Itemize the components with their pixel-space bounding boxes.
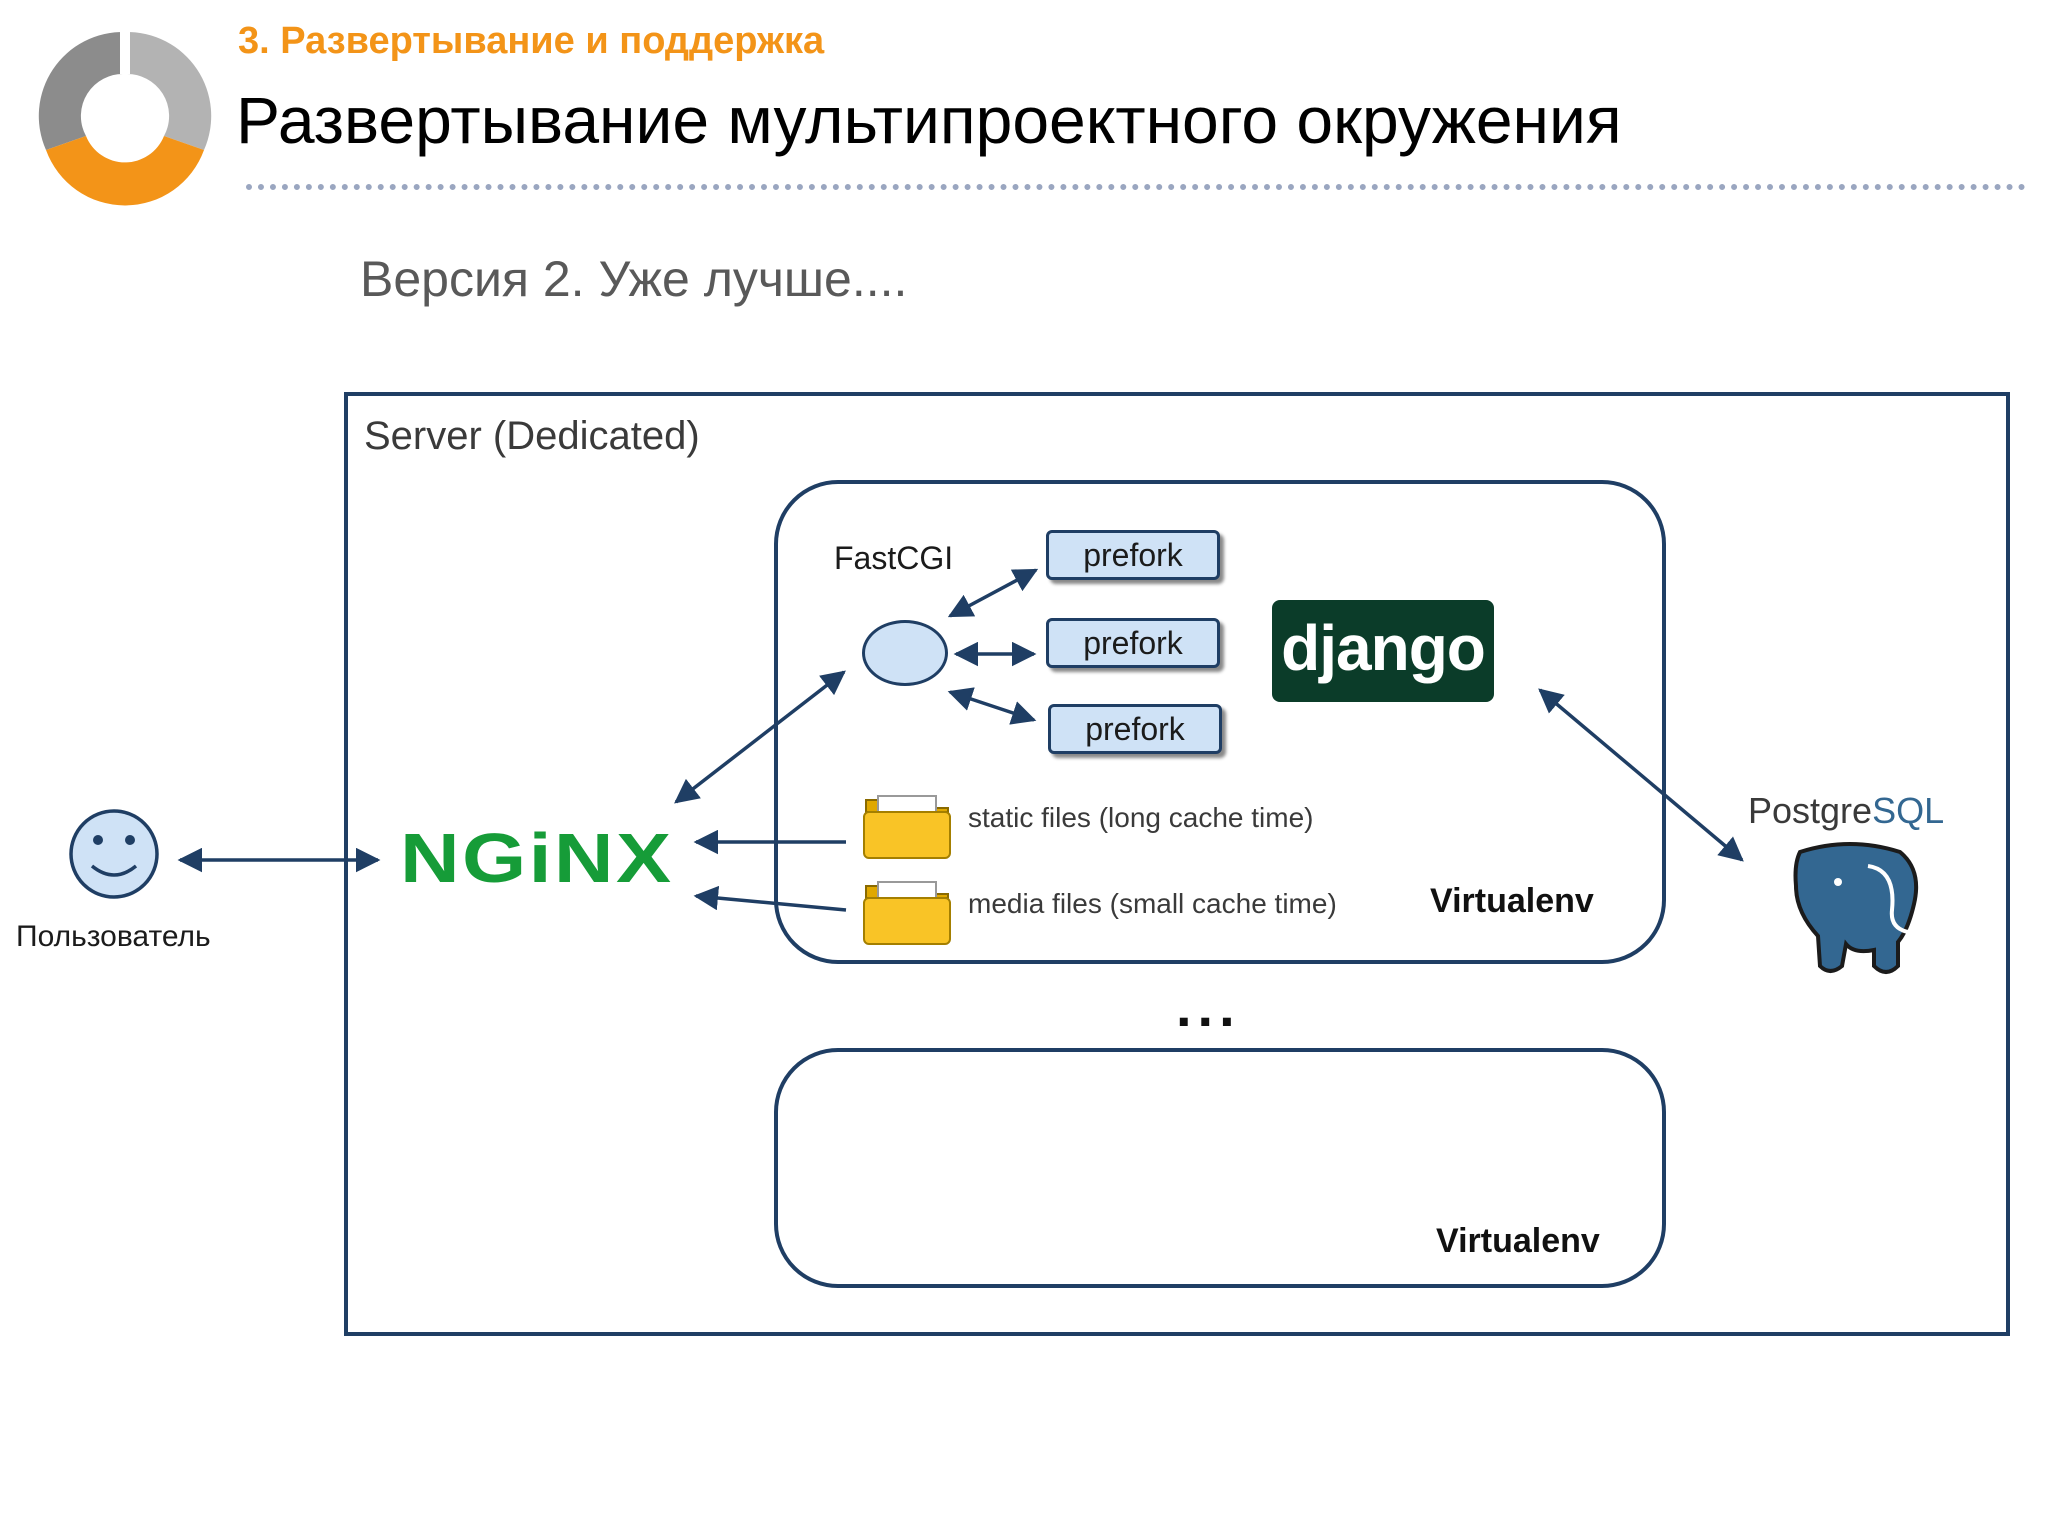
server-box <box>344 392 2010 1336</box>
prefork-box-3: prefork <box>1048 704 1222 754</box>
fastcgi-prefork-1-arrow <box>947 568 1039 618</box>
postgresql-label: PostgreSQL <box>1748 790 1944 832</box>
virtualenv-box-2 <box>774 1048 1666 1288</box>
virtualenv-label-2: Virtualenv <box>1436 1222 1600 1260</box>
fastcgi-node <box>862 620 948 686</box>
virtualenv-label-1: Virtualenv <box>1430 882 1594 920</box>
prefork-box-2: prefork <box>1046 618 1220 668</box>
prefork-box-1: prefork <box>1046 530 1220 580</box>
section-title: 3. Развертывание и поддержка <box>238 20 825 62</box>
fastcgi-prefork-3-arrow <box>947 687 1037 725</box>
django-logo: django <box>1272 600 1494 702</box>
page-title: Развертывание мультипроектного окружения <box>236 83 1622 157</box>
server-label: Server (Dedicated) <box>364 414 700 458</box>
folder-icon <box>863 795 951 859</box>
django-postgres-arrow <box>1538 688 1744 862</box>
elephant-icon <box>1793 842 1919 974</box>
nginx-logo: NGiNX <box>400 819 674 897</box>
static-files-label: static files (long cache time) <box>968 802 1314 833</box>
more-virtualenvs-ellipsis: ... <box>1176 975 1241 1038</box>
smiley-icon <box>69 809 159 899</box>
postgresql-label-accent: SQL <box>1872 790 1945 831</box>
ring-logo-icon <box>38 31 212 206</box>
slide-subtitle: Версия 2. Уже лучше.... <box>360 251 908 307</box>
virtualenv-box-1 <box>774 480 1666 964</box>
folder-icon <box>863 881 951 945</box>
user-label: Пользователь <box>16 920 211 953</box>
nginx-fastcgi-arrow <box>674 670 846 804</box>
fastcgi-label: FastCGI <box>834 540 954 576</box>
postgresql-label-main: Postgre <box>1748 790 1873 831</box>
media-files-label: media files (small cache time) <box>968 888 1337 919</box>
title-divider <box>246 184 2026 190</box>
